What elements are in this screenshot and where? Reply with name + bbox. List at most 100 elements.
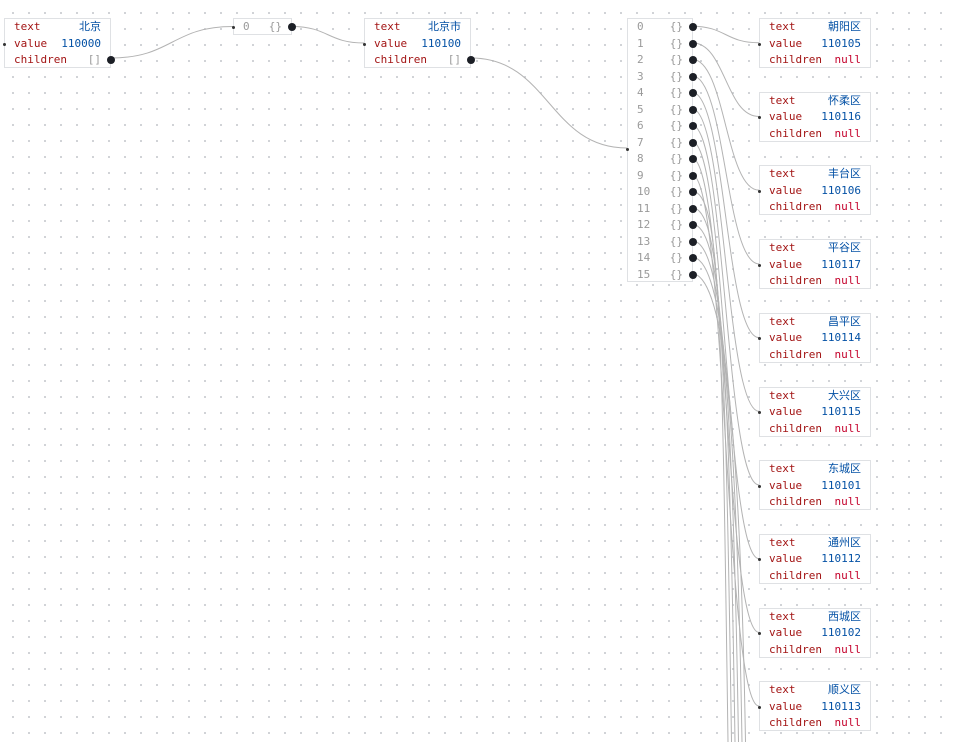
array-row: 5{} — [628, 102, 697, 119]
node-children-array[interactable]: 0 {} — [232, 18, 296, 36]
array-row: 0 {} — [234, 19, 296, 36]
input-port — [758, 263, 761, 267]
output-port[interactable] — [689, 155, 697, 164]
output-port[interactable] — [689, 270, 697, 279]
value-children: null — [834, 200, 862, 214]
array-row: 2{} — [628, 52, 697, 69]
output-port[interactable] — [689, 138, 697, 147]
row-children: children [] — [365, 52, 475, 69]
array-item-type: {} — [669, 185, 683, 198]
key-value: value — [769, 36, 803, 50]
array-row: 6{} — [628, 118, 697, 135]
output-port[interactable] — [689, 56, 697, 65]
input-port — [758, 42, 761, 46]
value-children: null — [834, 568, 862, 582]
node-city-object[interactable]: text 北京市 value 110100 children [] — [363, 18, 475, 69]
key-children: children — [769, 200, 822, 214]
array-item-type: {} — [669, 201, 683, 215]
array-index: 10 — [637, 185, 651, 198]
key-value: value — [769, 183, 803, 197]
output-port[interactable] — [288, 23, 296, 32]
output-port[interactable] — [689, 204, 697, 213]
key-children: children — [769, 274, 822, 288]
array-item-type: {} — [669, 36, 683, 50]
key-children: children — [769, 53, 822, 66]
array-item-type: {} — [669, 218, 683, 231]
output-port[interactable] — [107, 56, 115, 65]
array-item-type: {} — [669, 86, 683, 99]
array-item-type: {} — [669, 168, 683, 182]
value-text: 通州区 — [828, 535, 861, 549]
value-text: 朝阳区 — [828, 20, 861, 33]
output-port[interactable] — [689, 72, 697, 81]
array-item-type: {} — [669, 234, 683, 248]
row-value: value 110105 — [760, 36, 870, 53]
value-value: 110106 — [821, 183, 861, 197]
output-port[interactable] — [689, 23, 697, 32]
key-text: text — [769, 20, 796, 33]
output-port[interactable] — [689, 89, 697, 98]
input-port — [3, 42, 6, 46]
output-port[interactable] — [689, 122, 697, 131]
key-children: children — [374, 53, 427, 66]
value-value: 110105 — [821, 36, 861, 50]
output-port[interactable] — [689, 188, 697, 197]
input-port — [758, 484, 761, 488]
input-port — [758, 705, 761, 709]
output-port[interactable] — [689, 105, 697, 114]
array-index: 2 — [637, 53, 644, 66]
output-port[interactable] — [689, 39, 697, 48]
value-text: 丰台区 — [828, 167, 861, 181]
output-port[interactable] — [689, 254, 697, 263]
array-index: 13 — [637, 234, 651, 248]
node-district-array[interactable]: 0{}1{}2{}3{}4{}5{}6{}7{}8{}9{}10{}11{}12… — [626, 18, 697, 282]
array-item-type: {} — [669, 267, 683, 281]
row-text: text 怀柔区 — [760, 93, 870, 110]
value-children: null — [834, 495, 862, 509]
output-port[interactable] — [689, 221, 697, 230]
output-port[interactable] — [689, 171, 697, 180]
array-row: 8{} — [628, 151, 697, 168]
edge-array-offscreen — [691, 207, 732, 742]
value-text: 平谷区 — [828, 241, 861, 255]
key-text: text — [769, 93, 796, 107]
value-text: 怀柔区 — [828, 93, 861, 107]
array-index: 11 — [637, 201, 651, 215]
edge-array-district — [691, 124, 760, 486]
output-port[interactable] — [467, 56, 475, 65]
value-value: 110102 — [821, 626, 861, 640]
input-port — [758, 337, 761, 341]
array-index: 7 — [637, 135, 644, 149]
output-port[interactable] — [689, 237, 697, 246]
input-port — [232, 26, 235, 29]
edge-array-district — [691, 108, 760, 412]
node-root-object[interactable]: text 北京 value 110000 children [] — [3, 18, 115, 68]
value-value: 110101 — [821, 478, 861, 492]
array-row: 3{} — [628, 69, 697, 86]
input-port — [363, 42, 366, 46]
row-value: value 110100 — [365, 36, 470, 53]
key-value: value — [769, 331, 803, 345]
